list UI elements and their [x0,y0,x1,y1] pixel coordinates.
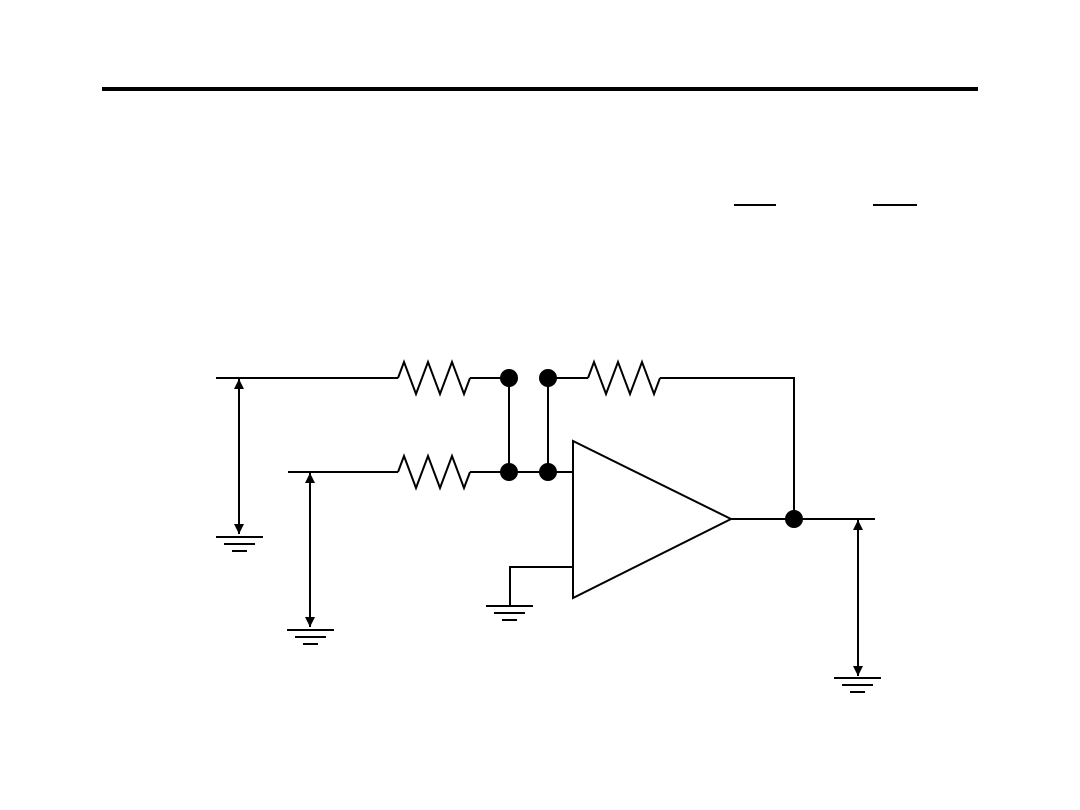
junction-dot-top-right [539,369,557,387]
junction-dot-top-left [500,369,518,387]
ground-input-2-icon [287,629,334,645]
ground-output-icon [834,677,881,693]
ground-input-1-icon [216,536,263,552]
wire-feedback-right [660,377,795,519]
junction-dot-mid-right [539,463,557,481]
resistor-feedback [587,359,661,397]
junction-dot-output [785,510,803,528]
junction-dot-mid-left [500,463,518,481]
op-amp-symbol [572,439,734,600]
wire-noninverting-input [509,566,573,605]
resistor-input-2 [397,453,471,491]
ground-noninverting-icon [486,605,533,621]
resistor-input-1 [397,359,471,397]
